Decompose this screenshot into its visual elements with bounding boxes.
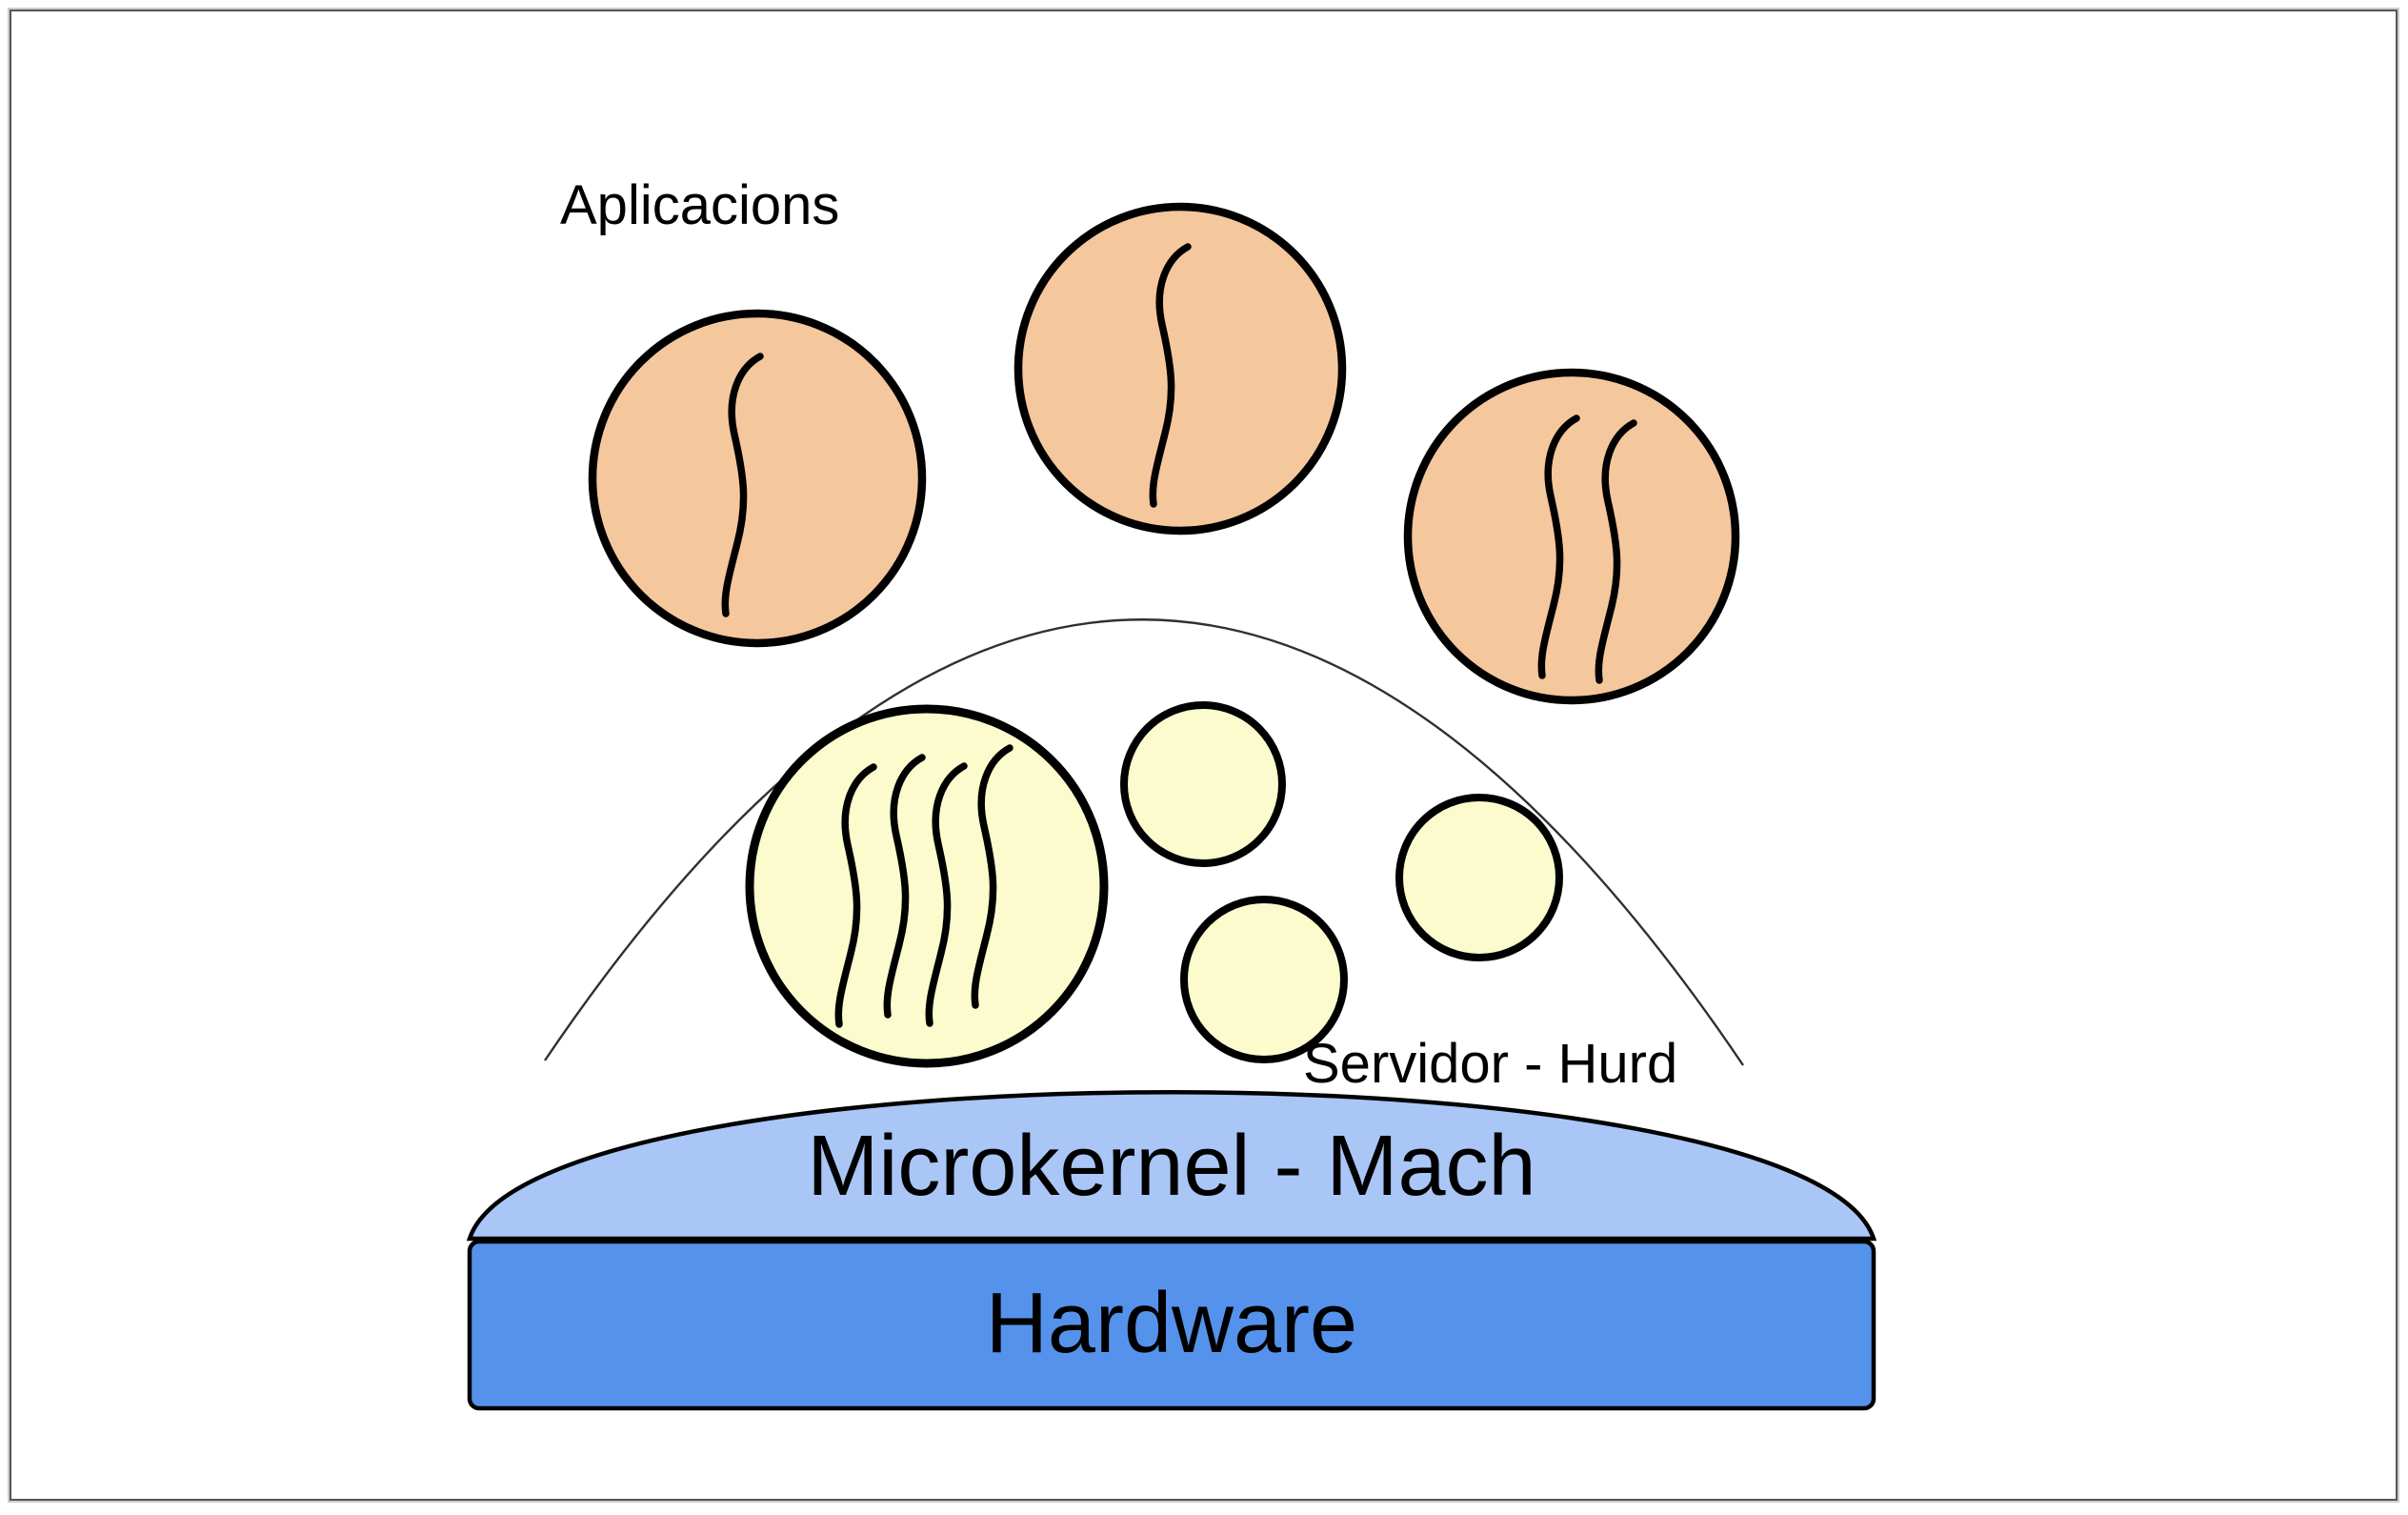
- application-circle: [1403, 368, 1740, 705]
- server-circle: [1120, 701, 1286, 867]
- server-circle-large: [745, 704, 1109, 1068]
- applications-label: Aplicacions: [560, 174, 840, 236]
- hardware-label: Hardware: [985, 1276, 1358, 1371]
- application-circles: [588, 202, 1740, 705]
- application-circle: [1013, 202, 1347, 535]
- server-label: Servidor - Hurd: [1303, 1033, 1678, 1095]
- microkernel-dome: [466, 1090, 1877, 1242]
- microkernel-label: Microkernel - Mach: [807, 1119, 1536, 1214]
- hardware-box: [467, 1239, 1876, 1411]
- server-circles: [745, 701, 1563, 1068]
- server-circle: [1180, 896, 1348, 1063]
- server-boundary-arc: [544, 618, 1744, 1066]
- server-circle: [1395, 794, 1563, 961]
- application-circle: [588, 309, 927, 648]
